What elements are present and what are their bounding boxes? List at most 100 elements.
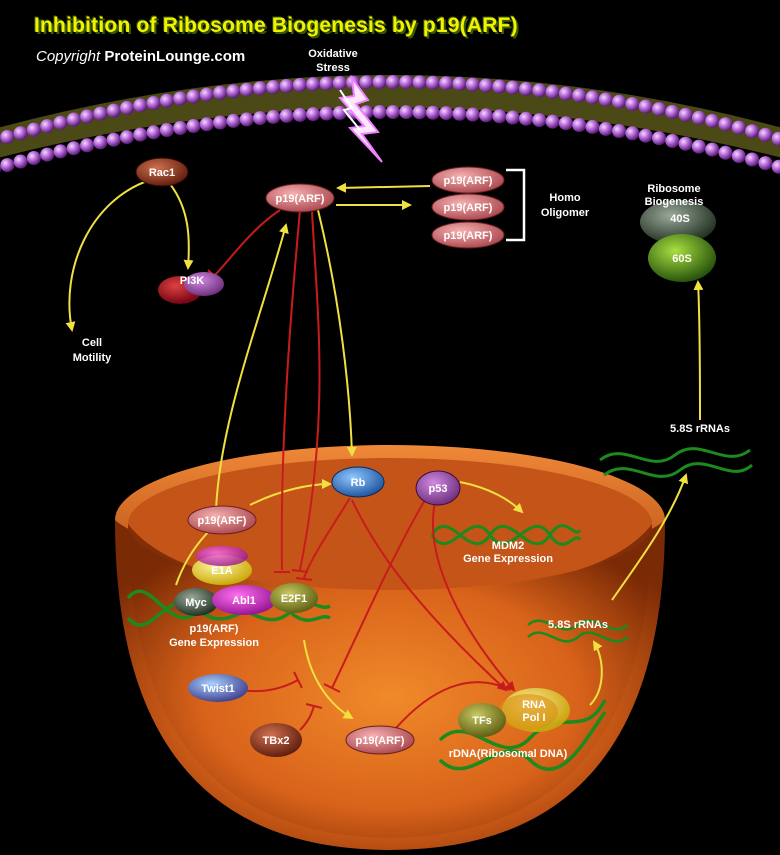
myc-label: Myc bbox=[185, 597, 206, 609]
e1a-node[interactable]: E1A bbox=[192, 546, 252, 585]
rac1-node[interactable]: Rac1 bbox=[135, 157, 189, 187]
lipid-bead bbox=[26, 122, 41, 137]
lipid-bead bbox=[638, 99, 653, 114]
lipid-bead bbox=[13, 154, 28, 169]
ribosome-40s-label: 40S bbox=[670, 213, 690, 225]
lipid-bead bbox=[266, 109, 281, 124]
lipid-bead bbox=[625, 97, 640, 111]
lipid-bead bbox=[399, 105, 414, 120]
lipid-bead bbox=[745, 152, 760, 167]
oligomer-label-1: p19(ARF) bbox=[444, 175, 493, 187]
lipid-bead bbox=[93, 135, 108, 150]
lipid-bead bbox=[80, 109, 95, 124]
mdm2-label-2: Gene Expression bbox=[463, 553, 553, 565]
ribosome-biogenesis-label-1: Ribosome bbox=[647, 183, 700, 195]
lipid-bead bbox=[652, 102, 666, 117]
lipid-bead bbox=[332, 75, 347, 90]
lipid-bead bbox=[505, 110, 520, 125]
tfs-label: TFs bbox=[472, 715, 492, 727]
lipid-bead bbox=[745, 124, 760, 139]
rb-node[interactable]: Rb bbox=[331, 466, 385, 498]
twist1-label: Twist1 bbox=[201, 683, 234, 695]
oligomer-label-3: p19(ARF) bbox=[444, 230, 493, 242]
rrna-cytoplasmic-strand bbox=[599, 447, 754, 478]
lipid-bead bbox=[319, 106, 334, 121]
lipid-bead bbox=[585, 90, 600, 105]
oligomer-node-1[interactable]: p19(ARF) bbox=[431, 166, 505, 194]
p19-gene-label-1: p19(ARF) bbox=[190, 623, 239, 635]
pi3k-node[interactable]: PI3K bbox=[158, 272, 224, 304]
lipid-bead bbox=[545, 114, 560, 129]
rna-pol-label-2: Pol I bbox=[522, 712, 545, 724]
rna-pol-node[interactable]: RNA Pol I bbox=[498, 688, 570, 732]
lipid-bead bbox=[479, 78, 494, 93]
lipid-bead bbox=[758, 156, 773, 171]
cell-membrane bbox=[0, 75, 780, 174]
lipid-bead bbox=[572, 118, 587, 132]
p19arf-upper-node[interactable]: p19(ARF) bbox=[187, 505, 257, 535]
lipid-bead bbox=[638, 128, 653, 143]
activation-arrows bbox=[65, 179, 704, 720]
e2f1-node[interactable]: E2F1 bbox=[270, 583, 318, 613]
p19arf-cyto-node[interactable]: p19(ARF) bbox=[265, 183, 335, 213]
lipid-bead bbox=[146, 96, 161, 110]
lipid-bead bbox=[612, 94, 627, 109]
lipid-bead bbox=[93, 106, 108, 121]
lipid-bead bbox=[173, 91, 188, 106]
lipid-bead bbox=[598, 92, 613, 107]
lipid-bead bbox=[678, 136, 693, 151]
oligomer-bracket bbox=[506, 168, 526, 242]
lipid-bead bbox=[226, 84, 241, 99]
lipid-bead bbox=[120, 130, 134, 145]
tbx2-node[interactable]: TBx2 bbox=[250, 723, 302, 757]
lipid-bead bbox=[598, 121, 613, 136]
lipid-bead bbox=[372, 75, 387, 89]
oxidative-stress-bolt-icon bbox=[338, 74, 383, 163]
lipid-bead bbox=[40, 147, 55, 162]
rna-pol-label-1: RNA bbox=[522, 699, 546, 711]
oligomer-node-3[interactable]: p19(ARF) bbox=[431, 221, 505, 249]
twist1-node[interactable]: Twist1 bbox=[188, 674, 248, 702]
lipid-bead bbox=[452, 76, 467, 91]
mdm2-label-1: MDM2 bbox=[492, 540, 524, 552]
abl1-node[interactable]: Abl1 bbox=[212, 585, 276, 615]
ribosome-40s[interactable]: 40S bbox=[640, 200, 716, 244]
lipid-bead bbox=[306, 107, 321, 122]
lipid-bead bbox=[80, 138, 95, 153]
p53-node[interactable]: p53 bbox=[415, 470, 461, 506]
lipid-bead bbox=[253, 81, 267, 96]
rb-label: Rb bbox=[351, 477, 366, 489]
lipid-bead bbox=[718, 117, 733, 132]
oligomer-node-2[interactable]: p19(ARF) bbox=[431, 193, 505, 221]
lipid-bead bbox=[120, 100, 134, 115]
inhibition-lines bbox=[207, 209, 516, 731]
cell-motility-label-2: Motility bbox=[73, 352, 112, 364]
lipid-bead bbox=[186, 119, 201, 133]
oligomer-label-2: p19(ARF) bbox=[444, 202, 493, 214]
lipid-bead bbox=[159, 93, 174, 108]
lipid-bead bbox=[399, 75, 414, 90]
lipid-bead bbox=[678, 107, 693, 122]
lipid-bead bbox=[691, 110, 706, 125]
lipid-bead bbox=[253, 111, 267, 126]
lipid-bead bbox=[705, 142, 720, 157]
lipid-bead bbox=[213, 115, 228, 130]
lipid-bead bbox=[146, 125, 161, 140]
oxidative-stress-label-1: Oxidative bbox=[308, 48, 358, 60]
lipid-bead bbox=[106, 103, 121, 118]
tfs-node[interactable]: TFs bbox=[458, 703, 506, 737]
lipid-bead bbox=[425, 105, 440, 120]
lipid-bead bbox=[386, 105, 400, 119]
ribosome-60s[interactable]: 60S bbox=[648, 234, 716, 282]
p19arf-lower-node[interactable]: p19(ARF) bbox=[345, 725, 415, 755]
lipid-bead bbox=[213, 85, 228, 100]
lipid-bead bbox=[532, 113, 547, 128]
lipid-bead bbox=[26, 151, 41, 165]
myc-node[interactable]: Myc bbox=[174, 588, 218, 616]
lipid-bead bbox=[412, 75, 427, 90]
lipid-bead bbox=[239, 82, 254, 97]
lipid-bead bbox=[13, 126, 28, 141]
ribosome-60s-label: 60S bbox=[672, 253, 692, 265]
lipid-bead bbox=[425, 75, 440, 90]
